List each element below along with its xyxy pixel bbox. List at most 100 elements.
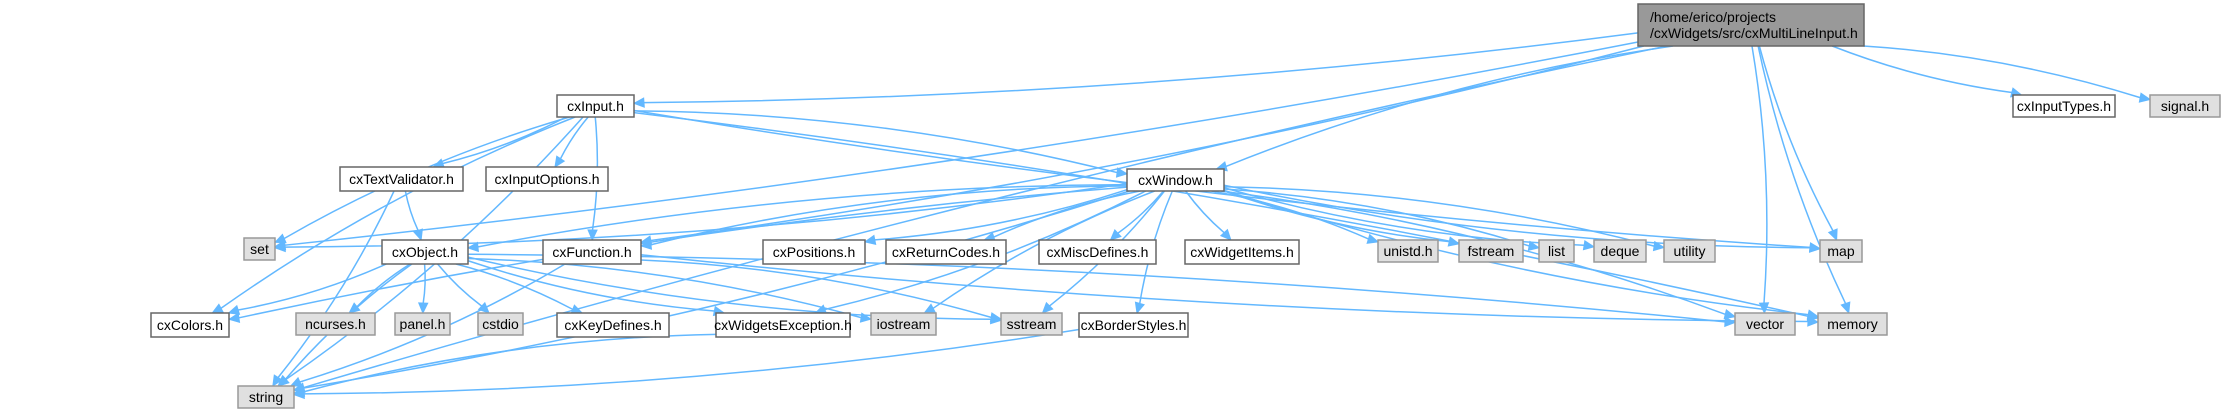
node-label: cxWidgetItems.h: [1190, 244, 1293, 260]
node-cxPositions[interactable]: cxPositions.h: [762, 239, 866, 265]
node-label: cxBorderStyles.h: [1081, 317, 1187, 333]
node-label: cxMiscDefines.h: [1047, 244, 1149, 260]
edge-line: [467, 257, 862, 319]
edge-cxTextValidator-to-cxObject: [404, 190, 423, 242]
edge-line: [1751, 45, 1768, 304]
edge-cxWindow-to-memory: [1223, 189, 1820, 320]
node-cxWindow[interactable]: cxWindow.h: [1126, 168, 1225, 192]
arrowhead-icon: [1840, 301, 1851, 315]
node-label: cstdio: [482, 316, 519, 332]
node-cxTextValidator[interactable]: cxTextValidator.h: [339, 166, 464, 192]
edge-line: [650, 185, 1128, 246]
edge-line: [442, 116, 567, 165]
node-box: [1817, 312, 1888, 336]
node-cxMiscDefines[interactable]: cxMiscDefines.h: [1038, 239, 1157, 265]
node-box: [150, 312, 230, 338]
node-sstream: sstream: [1000, 312, 1063, 336]
node-vector: vector: [1734, 312, 1796, 336]
edge-line: [303, 190, 1130, 389]
edge-line: [1757, 45, 1847, 304]
node-label: fstream: [1468, 243, 1515, 259]
arrowhead-icon: [227, 304, 241, 315]
edge-line: [1831, 45, 2012, 94]
edge-cxWindow-to-string: [292, 190, 1130, 394]
node-label: cxInput.h: [567, 98, 624, 114]
node-cxBorderStyles[interactable]: cxBorderStyles.h: [1078, 312, 1189, 338]
node-root[interactable]: /home/erico/projects/cxWidgets/src/cxMul…: [1637, 3, 1865, 47]
edge-cxObject-to-cxWidgetsException: [467, 260, 726, 317]
edge-cxTextValidator-to-string: [272, 190, 395, 388]
arrowhead-icon: [1582, 239, 1596, 251]
edge-line: [633, 109, 1811, 249]
node-cxInputOptions[interactable]: cxInputOptions.h: [485, 166, 609, 192]
arrowhead-icon: [211, 303, 224, 314]
node-box: [885, 239, 1007, 265]
node-box: [556, 94, 635, 118]
node-box: [1078, 312, 1189, 338]
edge-line: [643, 32, 1639, 104]
node-label: cxTextValidator.h: [349, 171, 454, 187]
edge-cxWindow-to-cxColors: [227, 186, 1128, 323]
edge-line: [1220, 190, 1726, 316]
arrowhead-icon: [1447, 236, 1461, 247]
edge-cxInput-to-cxColors: [211, 116, 576, 314]
edge-root-to-map: [1758, 45, 1838, 242]
edge-cxWindow-to-cxWidgetItems: [1185, 190, 1232, 241]
node-label: vector: [1746, 316, 1784, 332]
edge-line: [477, 183, 1128, 248]
node-cxWidgetItems[interactable]: cxWidgetItems.h: [1184, 239, 1300, 265]
arrowhead-icon: [632, 97, 645, 108]
node-map: map: [1819, 239, 1863, 263]
edge-line: [993, 190, 1141, 238]
node-cxInput[interactable]: cxInput.h: [556, 94, 635, 118]
node-label: cxFunction.h: [552, 244, 631, 260]
node-deque: deque: [1593, 239, 1647, 263]
arrowhead-icon: [466, 241, 479, 253]
arrowhead-icon: [1723, 309, 1737, 320]
node-box: [295, 312, 376, 336]
arrowhead-icon: [1527, 240, 1541, 251]
node-box: [1538, 239, 1575, 263]
node-label: string: [249, 389, 283, 405]
node-cxKeyDefines[interactable]: cxKeyDefines.h: [556, 312, 670, 338]
node-cxFunction[interactable]: cxFunction.h: [542, 239, 642, 265]
arrowhead-icon: [1806, 309, 1820, 320]
edge-root-to-cxWindow: [1215, 45, 1674, 172]
edge-line: [238, 263, 387, 311]
node-cxInputTypes[interactable]: cxInputTypes.h: [2012, 94, 2116, 118]
edges-layer: [211, 32, 2152, 400]
node-box: [1637, 3, 1865, 47]
node-box: [2149, 94, 2221, 118]
node-cxObject[interactable]: cxObject.h: [381, 239, 469, 265]
edge-cxWindow-to-cxMiscDefines: [1109, 190, 1165, 241]
node-box: [542, 239, 642, 265]
node-cxColors[interactable]: cxColors.h: [150, 312, 230, 338]
node-cxWidgetsException[interactable]: cxWidgetsException.h: [714, 312, 852, 338]
edge-cxObject-to-cxColors: [227, 263, 387, 315]
edge-line: [559, 116, 589, 160]
edge-line: [1863, 45, 2141, 99]
edge-line: [455, 263, 574, 311]
node-utility: utility: [1663, 239, 1716, 263]
edge-line: [422, 263, 426, 304]
node-label: cxWidgetsException.h: [714, 317, 852, 333]
edge-line: [356, 263, 411, 308]
edge-line: [467, 260, 715, 312]
arrowhead-icon: [1827, 228, 1838, 242]
arrowhead-icon: [1724, 316, 1737, 328]
node-box: [1458, 239, 1524, 263]
edge-line: [633, 110, 1118, 174]
node-cxReturnCodes[interactable]: cxReturnCodes.h: [885, 239, 1007, 265]
edge-line: [404, 190, 419, 231]
edge-cxWidgetsException-to-string: [292, 333, 717, 397]
edge-line: [1758, 45, 1834, 232]
node-box: [1663, 239, 1716, 263]
edge-root-to-memory: [1757, 45, 1851, 315]
edge-cxInput-to-cxWindow: [633, 110, 1129, 178]
node-panel: panel.h: [394, 312, 451, 336]
node-string: string: [237, 385, 295, 409]
edge-line: [650, 45, 1644, 242]
edge-line: [1223, 184, 1811, 249]
arrowhead-icon: [863, 234, 877, 245]
node-label: utility: [1674, 243, 1706, 259]
